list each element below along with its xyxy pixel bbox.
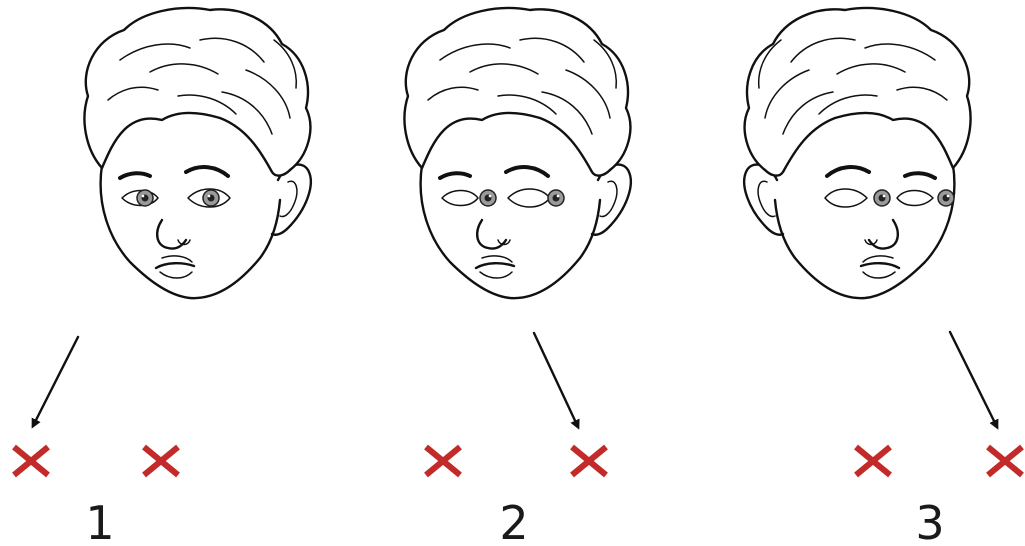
head-3-drawing: [744, 8, 970, 298]
eyes-2: [480, 190, 564, 206]
target-marker-2a: [426, 447, 460, 475]
eyes-1: [137, 190, 219, 206]
gaze-arrow-2: [534, 333, 578, 427]
panel-2: 2: [404, 8, 630, 546]
panel-label-2: 2: [499, 496, 528, 546]
target-marker-3a: [856, 447, 890, 475]
eyes-3: [874, 190, 954, 206]
gaze-arrow-3: [950, 332, 997, 427]
target-marker-3b: [988, 447, 1022, 475]
target-marker-1a: [14, 447, 48, 475]
gaze-arrow-1: [33, 337, 78, 426]
panel-label-3: 3: [915, 496, 944, 546]
target-marker-2b: [572, 447, 606, 475]
head-1-drawing: [84, 8, 310, 298]
panel-1: 1: [14, 8, 311, 546]
panel-3: 3: [744, 8, 1022, 546]
head-2-drawing: [404, 8, 630, 298]
target-marker-1b: [144, 447, 178, 475]
panel-label-1: 1: [85, 496, 114, 546]
